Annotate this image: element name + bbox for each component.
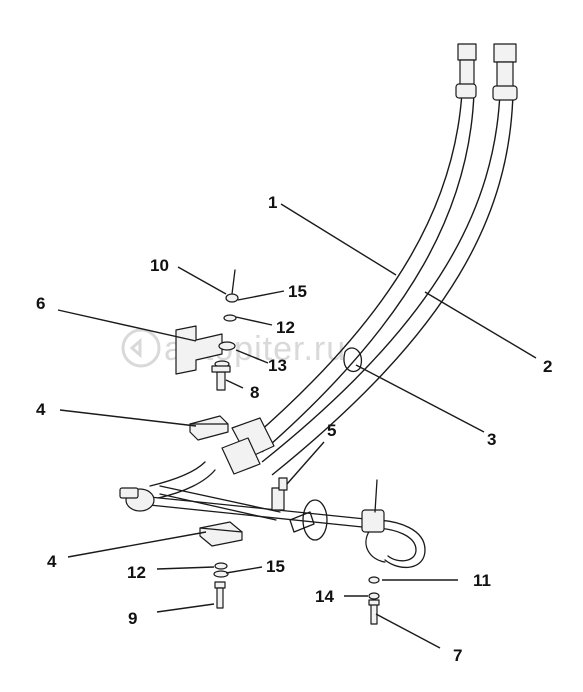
callout-7: 7 bbox=[453, 646, 462, 665]
tube-assembly bbox=[119, 461, 426, 569]
washer-upper bbox=[223, 314, 237, 322]
callout-9: 9 bbox=[128, 609, 137, 628]
callout-12-upper: 12 bbox=[276, 318, 295, 337]
hose-1-ferrule bbox=[459, 59, 475, 87]
bolt-head-lower bbox=[214, 581, 226, 589]
callout-4-upper: 4 bbox=[36, 400, 46, 419]
bracket-hardware-lower bbox=[213, 562, 229, 609]
hose-2-hex-fitting bbox=[493, 43, 517, 63]
spring-washer-lower bbox=[213, 570, 229, 578]
callout-1: 1 bbox=[268, 193, 277, 212]
bracket bbox=[175, 325, 223, 375]
tube-block-fitting bbox=[361, 509, 385, 533]
bracket-hardware-right bbox=[368, 479, 380, 625]
washer-lower bbox=[214, 562, 228, 570]
clamp-plate bbox=[218, 341, 236, 351]
callout-13: 13 bbox=[268, 356, 287, 375]
callout-4-lower: 4 bbox=[47, 552, 57, 571]
callout-12-lower: 12 bbox=[127, 563, 146, 582]
callout-3: 3 bbox=[487, 430, 496, 449]
callout-2: 2 bbox=[543, 357, 552, 376]
callout-11: 11 bbox=[473, 571, 491, 590]
callout-labels: 1 2 3 4 4 5 6 7 8 9 10 11 12 12 13 14 15… bbox=[36, 193, 552, 665]
hose-1-hex-fitting bbox=[457, 43, 477, 61]
ring-fitting bbox=[302, 499, 328, 541]
hose-assembly bbox=[221, 43, 518, 476]
bolt-upper bbox=[216, 371, 226, 391]
spring-washer-right bbox=[368, 592, 380, 600]
hose-2-ferrule bbox=[496, 61, 514, 89]
callout-8: 8 bbox=[250, 383, 259, 402]
callout-15-upper: 15 bbox=[288, 282, 307, 301]
tee-fitting bbox=[271, 487, 285, 511]
callout-15-lower: 15 bbox=[266, 557, 285, 576]
hose-lower-fitting-2 bbox=[221, 437, 261, 475]
bolt-lower bbox=[216, 587, 224, 609]
callout-6: 6 bbox=[36, 294, 45, 313]
nut bbox=[225, 293, 239, 303]
callout-10: 10 bbox=[150, 256, 169, 275]
clamp-blocks bbox=[189, 415, 243, 547]
leader-lines bbox=[57, 203, 537, 649]
watermark: autopiter.ru bbox=[121, 328, 345, 368]
callout-5: 5 bbox=[327, 421, 336, 440]
callout-14: 14 bbox=[315, 587, 334, 606]
hose-clamp bbox=[343, 347, 363, 373]
autopiter-logo-icon bbox=[121, 328, 161, 368]
washer-right bbox=[368, 576, 380, 584]
bracket-hardware-upper bbox=[175, 269, 239, 391]
